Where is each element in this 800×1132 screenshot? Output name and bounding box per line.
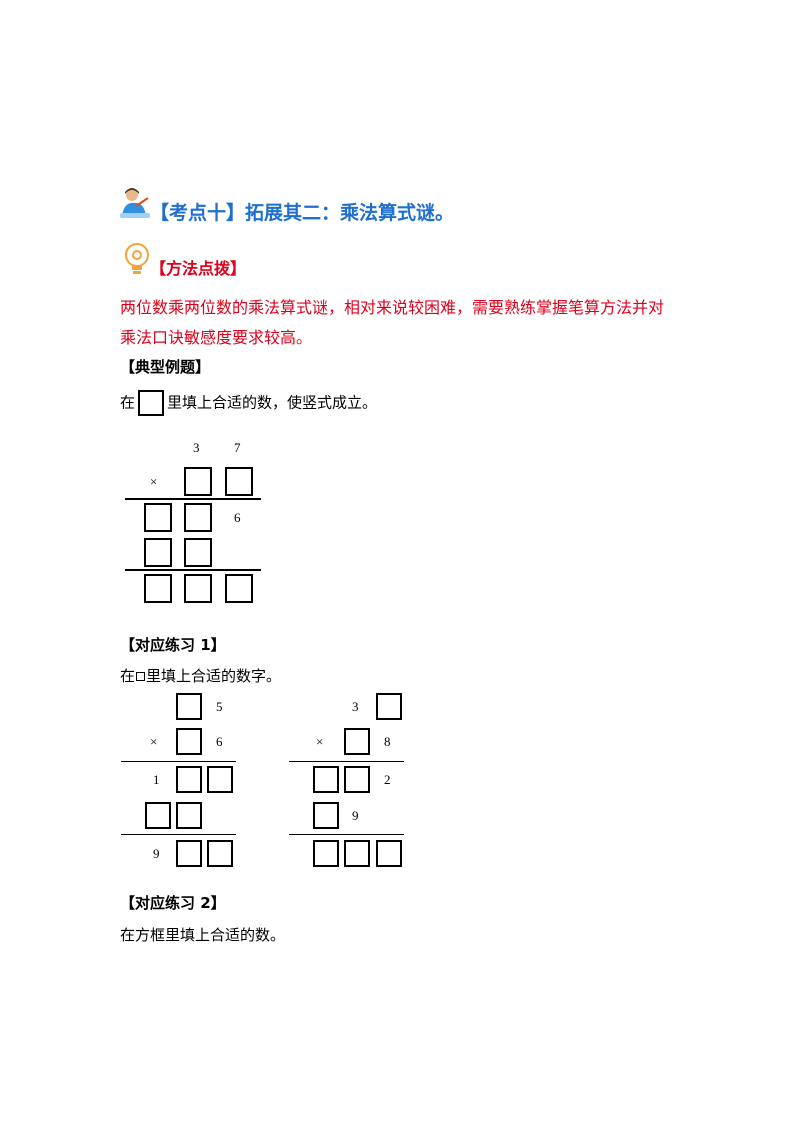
method-text-line-2: 乘法口诀敏感度要求较高。 <box>120 328 313 347</box>
lightbulb-icon <box>123 242 151 278</box>
multiply-sign: × <box>150 734 158 749</box>
digit: 1 <box>153 772 160 787</box>
answer-box[interactable] <box>176 802 202 829</box>
practice1-instruction-suffix: 里填上合适的数字。 <box>146 667 282 685</box>
digit: 3 <box>352 699 359 714</box>
answer-box[interactable] <box>376 693 402 720</box>
method-text-line-1: 两位数乘两位数的乘法算式谜，相对来说较困难，需要熟练掌握笔算方法并对 <box>120 298 665 317</box>
answer-box[interactable] <box>145 802 171 829</box>
digit: 2 <box>384 772 391 787</box>
digit: 9 <box>352 808 359 823</box>
answer-box[interactable] <box>344 728 370 755</box>
teacher-icon <box>118 186 152 222</box>
multiply-sign: × <box>150 474 158 489</box>
divider-line <box>289 834 404 835</box>
digit: 9 <box>153 846 160 861</box>
practice1-heading: 【对应练习 1】 <box>120 636 226 654</box>
digit: 6 <box>216 734 223 749</box>
practice2-instruction: 在方框里填上合适的数。 <box>120 926 286 944</box>
digit: 3 <box>193 440 200 455</box>
example-instruction-prefix: 在 <box>120 393 136 412</box>
answer-box[interactable] <box>313 840 339 867</box>
answer-box[interactable] <box>207 766 233 793</box>
example-instruction-suffix: 里填上合适的数，使竖式成立。 <box>167 393 378 412</box>
divider-line <box>125 569 261 571</box>
method-label: 【方法点拨】 <box>150 259 247 278</box>
answer-box[interactable] <box>225 574 253 603</box>
answer-box[interactable] <box>144 574 172 603</box>
practice1-instruction: 在里填上合适的数字。 <box>120 665 281 686</box>
answer-box[interactable] <box>184 574 212 603</box>
blank-box-sample <box>138 390 165 416</box>
practice1-instruction-prefix: 在 <box>120 667 136 685</box>
example-instruction: 在 里填上合适的数，使竖式成立。 <box>120 390 377 416</box>
answer-box[interactable] <box>144 503 172 532</box>
divider-line <box>121 761 236 762</box>
section-title: 【考点十】拓展其二：乘法算式谜。 <box>150 202 455 224</box>
digit: 5 <box>216 699 223 714</box>
divider-line <box>125 498 261 500</box>
answer-box[interactable] <box>176 693 202 720</box>
answer-box[interactable] <box>376 840 402 867</box>
answer-box[interactable] <box>184 467 212 496</box>
answer-box[interactable] <box>184 538 212 567</box>
answer-box[interactable] <box>176 766 202 793</box>
answer-box[interactable] <box>184 503 212 532</box>
digit: 6 <box>234 510 241 525</box>
answer-box[interactable] <box>176 840 202 867</box>
answer-box[interactable] <box>344 840 370 867</box>
answer-box[interactable] <box>225 467 253 496</box>
answer-box[interactable] <box>144 538 172 567</box>
multiply-sign: × <box>316 734 324 749</box>
answer-box[interactable] <box>207 840 233 867</box>
answer-box[interactable] <box>344 766 370 793</box>
practice2-heading: 【对应练习 2】 <box>120 894 226 912</box>
digit: 7 <box>234 440 241 455</box>
digit: 8 <box>384 734 391 749</box>
answer-box[interactable] <box>176 728 202 755</box>
example-heading: 【典型例题】 <box>120 358 211 376</box>
answer-box[interactable] <box>313 802 339 829</box>
divider-line <box>289 761 404 762</box>
divider-line <box>121 834 236 835</box>
answer-box[interactable] <box>313 766 339 793</box>
blank-box-sample <box>136 672 146 681</box>
